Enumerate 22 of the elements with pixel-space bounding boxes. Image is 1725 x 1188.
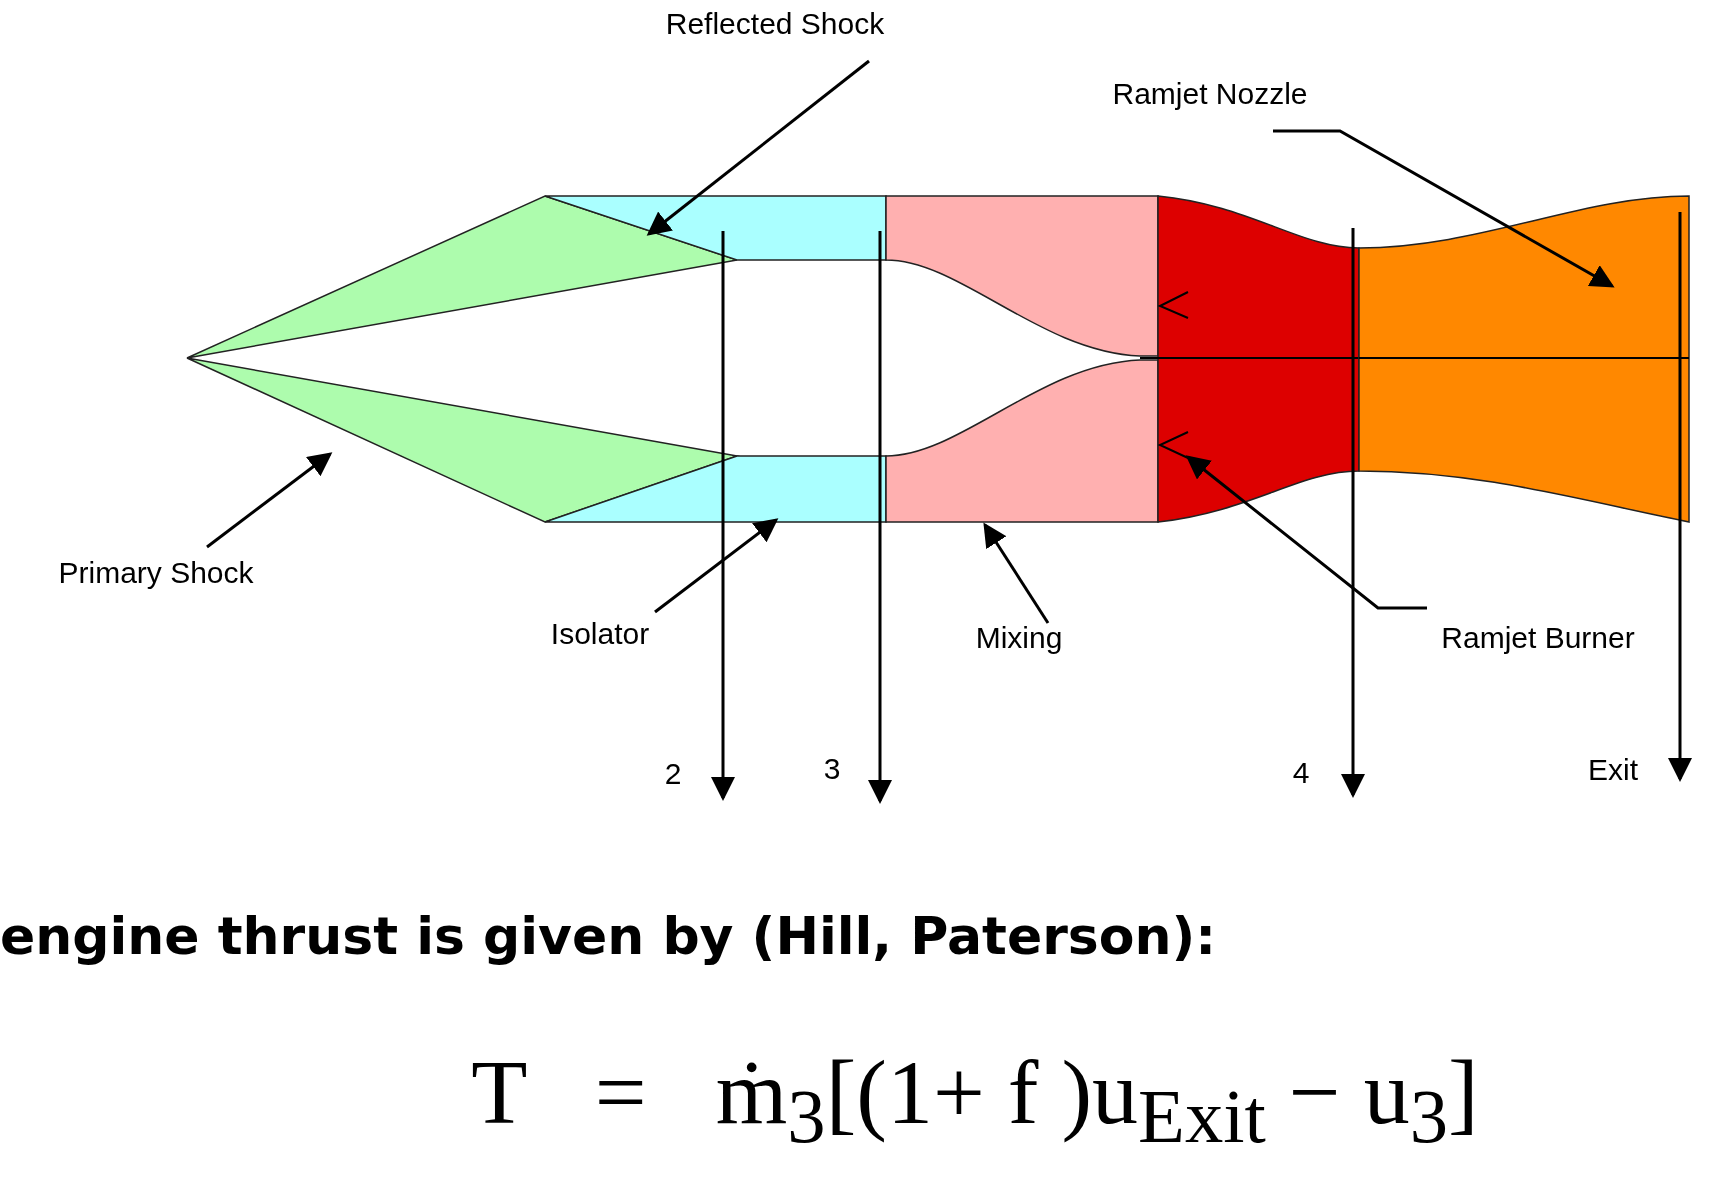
part-label: Primary Shock <box>58 556 254 590</box>
part-label: Isolator <box>550 617 650 651</box>
leader-line <box>1185 455 1427 610</box>
leader-line <box>1273 129 1615 288</box>
leader-line <box>654 518 779 614</box>
part-label: Ramjet Nozzle <box>1112 77 1308 111</box>
leader-line <box>646 59 870 236</box>
thrust-equation: T = ṁ$_{3}$[(1+ f )u$_{Exit}$ − u$_{3}$] <box>471 1039 1479 1162</box>
station-number: 2 <box>664 757 682 791</box>
nozzle-section <box>1358 195 1690 523</box>
leader-line <box>206 452 333 549</box>
station-label: Exit <box>1588 753 1638 787</box>
leader-line <box>983 522 1050 624</box>
part-label: Ramjet Burner <box>1441 621 1635 655</box>
mixing-section <box>885 195 1159 523</box>
isolator-section <box>544 195 887 523</box>
part-label: Mixing <box>975 621 1063 655</box>
heading: engine thrust is given by (Hill, Paterson): <box>0 906 1217 966</box>
part-label: Reflected Shock <box>665 7 885 41</box>
station-number: 4 <box>1292 756 1310 790</box>
burner-section <box>1139 195 1360 523</box>
station-number: 3 <box>823 752 841 786</box>
